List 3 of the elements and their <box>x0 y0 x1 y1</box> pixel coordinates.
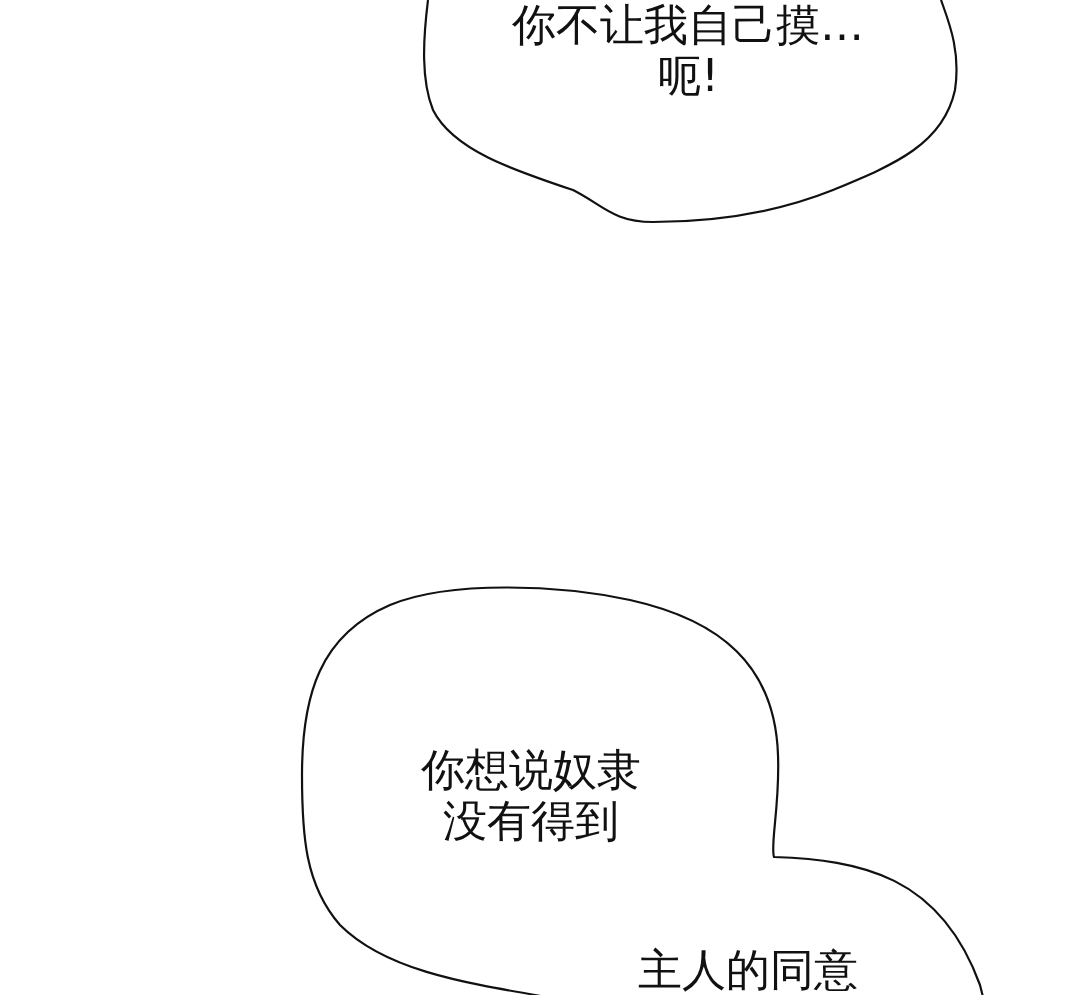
speech-text: 主人的同意 <box>636 945 859 995</box>
speech-text: 你想说奴隶没有得到 <box>419 745 642 847</box>
speech-text: 你不让我自己摸…呃! <box>511 0 865 102</box>
